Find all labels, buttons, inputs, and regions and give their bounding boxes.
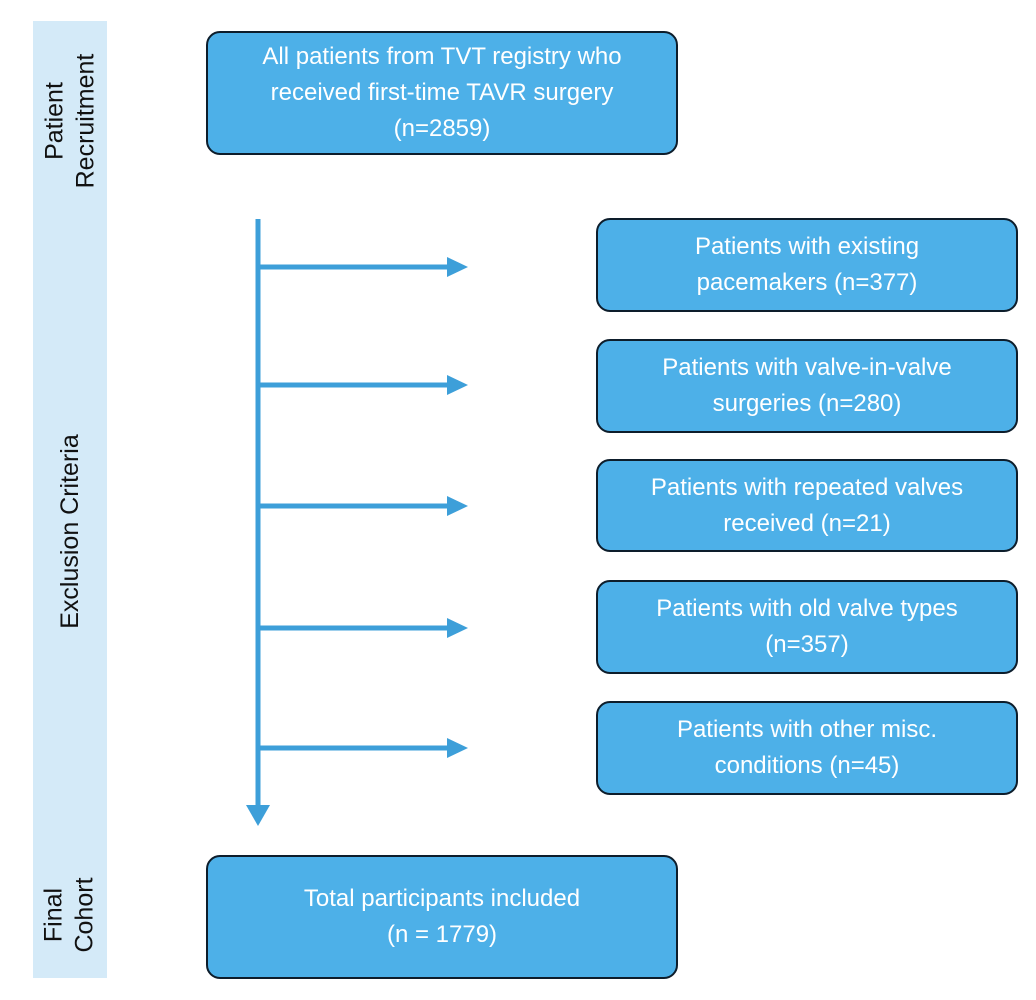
exclusion-box-misc-conditions: Patients with other misc. conditions (n=… <box>596 701 1018 795</box>
box-text-line: surgeries (n=280) <box>712 390 902 417</box>
box-text-line: Patients with existing <box>694 233 920 260</box>
box-text-line: pacemakers (n=377) <box>696 269 918 296</box>
exclusion-box-pacemakers: Patients with existing pacemakers (n=377… <box>596 218 1018 312</box>
box-text-line: Patients with valve-in-valve <box>662 354 952 381</box>
exclusion-arrowhead <box>447 496 468 516</box>
box-text-line: All patients from TVT registry who <box>262 43 622 70</box>
box-text-line: Patients with repeated valves <box>650 473 964 501</box>
box-text-line: received first-time TAVR surgery <box>270 79 614 106</box>
stage-band <box>33 21 107 978</box>
exclusion-box-valve-in-valve: Patients with valve-in-valve surgeries (… <box>596 339 1018 433</box>
box-text-line: Patients with other misc. <box>676 716 938 743</box>
exclusion-arrowhead <box>447 738 468 758</box>
box-text-line: (n=2859) <box>393 115 491 142</box>
all-patients-box: All patients from TVT registry who recei… <box>206 31 678 155</box>
final-cohort-box: Total participants included (n = 1779) <box>206 855 678 979</box>
main-flow-arrowhead <box>246 805 270 826</box>
exclusion-arrowhead <box>447 375 468 395</box>
box-text-line: conditions (n=45) <box>714 752 900 779</box>
box-text-line: Total participants included <box>303 885 581 912</box>
box-text-line: received (n=21) <box>723 509 891 537</box>
box-text-line: (n = 1779) <box>386 921 498 948</box>
exclusion-box-repeated-valves: Patients with repeated valves received (… <box>596 459 1018 552</box>
exclusion-box-old-valve-types: Patients with old valve types (n=357) <box>596 580 1018 674</box>
box-text-line: Patients with old valve types <box>656 595 958 622</box>
exclusion-arrowhead <box>447 618 468 638</box>
exclusion-arrowhead <box>447 257 468 277</box>
box-text-line: (n=357) <box>765 631 849 658</box>
